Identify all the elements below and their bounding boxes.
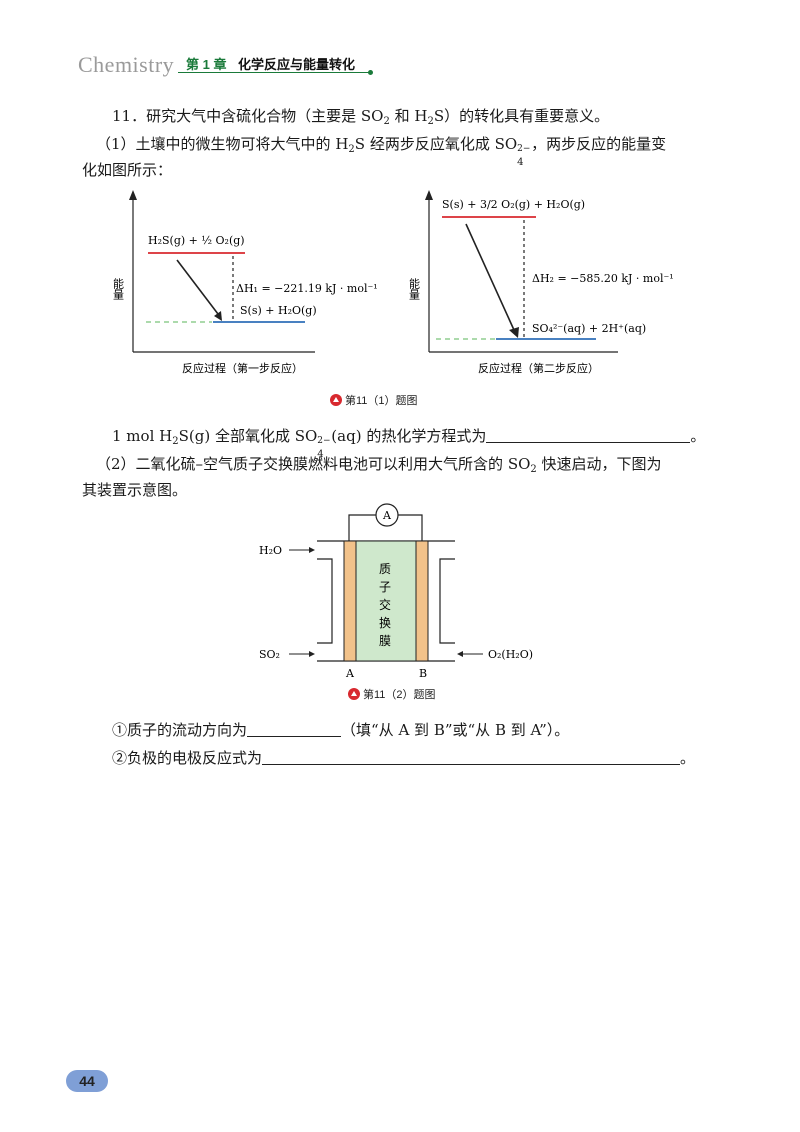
- subquestion-proton-direction: ①质子的流动方向为（填“从 A 到 B”或“从 B 到 A”）。: [112, 720, 570, 739]
- y-axis-arrow: [425, 190, 433, 200]
- proton-exchange-membrane: [355, 540, 417, 662]
- figure2-caption: 第11（2）题图: [348, 686, 436, 702]
- membrane-char: 子: [379, 580, 391, 594]
- electrode-b-label: B: [419, 667, 427, 680]
- x-axis-label: 反应过程（第一步反应）: [182, 361, 303, 375]
- answer-blank-proton-direction[interactable]: [247, 720, 342, 737]
- reaction-arrow: [176, 259, 219, 315]
- header-dot: [368, 70, 373, 75]
- question-intro: 11．研究大气中含硫化合物（主要是 SO2 和 H2S）的转化具有重要意义。: [112, 107, 610, 127]
- input-o2-label: O₂(H₂O): [488, 648, 533, 661]
- energy-diagram-step2: 能量 S(s) + 3/2 O₂(g) + H₂O(g) ΔH₂ = −585.…: [408, 190, 674, 375]
- figure-marker-icon: [348, 688, 360, 700]
- question-number: 11．: [112, 107, 147, 125]
- product-label: S(s) + H₂O(g): [240, 304, 317, 317]
- housing-right-inner: [439, 558, 455, 644]
- input-o2-arrowhead: [457, 651, 463, 657]
- membrane-char: 质: [379, 562, 391, 576]
- membrane-char: 膜: [379, 634, 391, 648]
- x-axis-label: 反应过程（第二步反应）: [478, 361, 599, 375]
- ammeter-icon: [375, 503, 399, 527]
- input-so2-arrowhead: [309, 651, 315, 657]
- wire-right: [398, 514, 423, 541]
- electrode-a: [343, 540, 357, 662]
- reactant-label: H₂S(g) + ½ O₂(g): [148, 234, 245, 247]
- ammeter-label: A: [382, 509, 392, 522]
- y-axis-arrow: [129, 190, 137, 200]
- part1-text-cont: 化如图所示：: [82, 161, 173, 179]
- housing-left-inner: [317, 558, 333, 644]
- y-axis-label: 能量: [112, 277, 125, 300]
- product-label: SO₄²⁻(aq) + 2H⁺(aq): [532, 322, 646, 335]
- input-so2-label: SO₂: [259, 648, 280, 661]
- figure-marker-icon: [330, 394, 342, 406]
- fuel-cell-diagram: A 质 子 交 换 膜 H₂O SO₂ O₂(H₂O) A B: [259, 503, 533, 680]
- subquestion-negative-electrode: ②负极的电极反应式为。: [112, 748, 696, 767]
- header-chapter-title: 化学反应与能量转化: [238, 57, 356, 72]
- dh-label: ΔH₁ = −221.19 kJ · mol⁻¹: [236, 282, 378, 295]
- header-rule: [178, 72, 370, 73]
- header-chapter: 第 1 章: [186, 57, 227, 72]
- reaction-arrow-head: [214, 311, 222, 321]
- reaction-arrow: [465, 223, 515, 331]
- figure1-caption: 第11（1）题图: [330, 392, 418, 408]
- electrode-b: [415, 540, 429, 662]
- input-h2o-label: H₂O: [259, 544, 282, 557]
- part2-text: （2）二氧化硫–空气质子交换膜燃料电池可以利用大气所含的 SO2 快速启动，下图…: [96, 455, 662, 475]
- input-h2o-arrowhead: [309, 547, 315, 553]
- answer-blank-electrode-reaction[interactable]: [262, 748, 681, 765]
- wire-left: [348, 514, 376, 541]
- dh-label: ΔH₂ = −585.20 kJ · mol⁻¹: [532, 272, 674, 285]
- energy-diagram-step1: 能量 H₂S(g) + ½ O₂(g) ΔH₁ = −221.19 kJ · m…: [112, 190, 378, 375]
- header-subject: Chemistry: [78, 52, 175, 77]
- part2-text-cont: 其装置示意图。: [82, 481, 188, 499]
- answer-blank-thermochem[interactable]: [486, 426, 691, 443]
- reactant-label: S(s) + 3/2 O₂(g) + H₂O(g): [442, 198, 585, 211]
- y-axis-label: 能量: [408, 277, 421, 300]
- reaction-arrow-head: [509, 327, 519, 338]
- membrane-char: 换: [379, 616, 391, 630]
- page-number: 44: [66, 1070, 108, 1092]
- membrane-char: 交: [379, 597, 391, 612]
- electrode-a-label: A: [345, 667, 355, 680]
